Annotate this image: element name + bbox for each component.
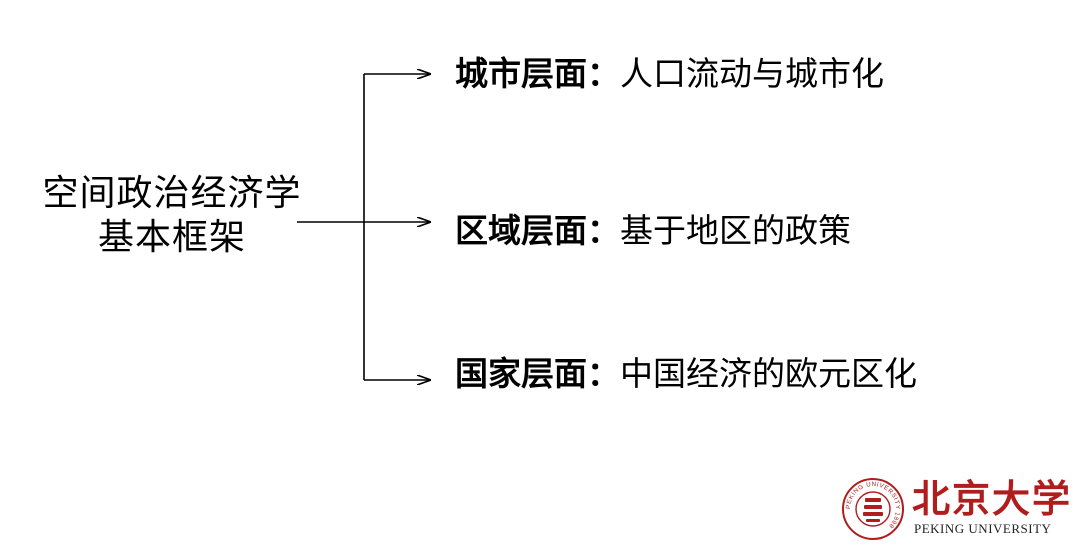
branch-separator: ： (587, 211, 620, 250)
root-label-line-1: 空间政治经济学 (42, 173, 302, 214)
branch-separator: ： (587, 54, 620, 93)
branch-detail: 基于地区的政策 (620, 211, 851, 250)
branch-title: 国家层面 (455, 354, 587, 393)
branch-node-region: 区域层面：基于地区的政策 (455, 211, 851, 251)
branch-title: 城市层面 (455, 54, 587, 93)
university-logo: PEKING UNIVERSITY 1898 北京大学 PEKING UNIVE… (842, 478, 1070, 540)
branch-separator: ： (587, 354, 620, 393)
root-label-line-2: 基本框架 (97, 217, 246, 258)
branch-node-nation: 国家层面：中国经济的欧元区化 (455, 354, 917, 394)
university-name-en: PEKING UNIVERSITY (914, 521, 1052, 536)
branch-title: 区域层面 (455, 211, 587, 250)
branch-detail: 人口流动与城市化 (620, 54, 884, 93)
branch-detail: 中国经济的欧元区化 (620, 354, 917, 393)
root-node-label: 空间政治经济学 基本框架 (22, 172, 322, 260)
branch-node-city: 城市层面：人口流动与城市化 (455, 54, 884, 94)
university-seal-icon: PEKING UNIVERSITY 1898 (842, 478, 904, 540)
university-name-cn: 北京大学 (912, 476, 1073, 521)
